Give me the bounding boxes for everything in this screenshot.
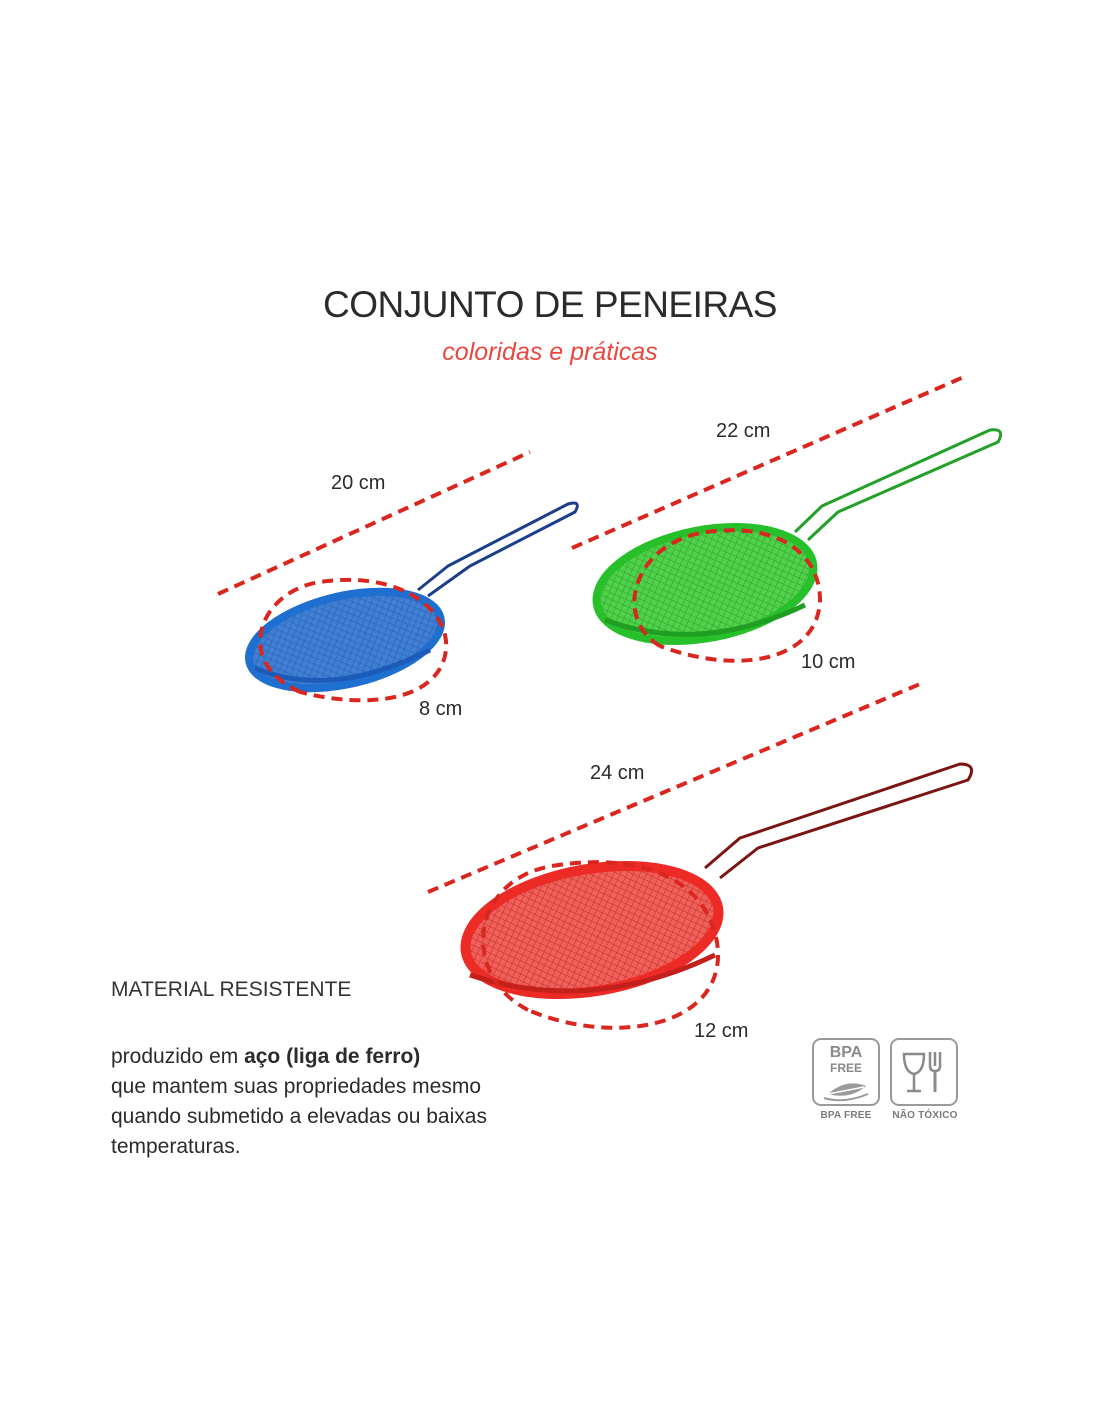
green-diameter-guide — [632, 528, 823, 663]
green-strainer-base — [604, 602, 807, 637]
page-title: CONJUNTO DE PENEIRAS — [323, 284, 777, 325]
bpa-free-caption: BPA FREE — [820, 1110, 872, 1121]
green-length-guide — [571, 374, 967, 550]
green-strainer-basket — [598, 528, 812, 640]
blue-diameter-label: 8 cm — [419, 698, 463, 720]
non-toxic-caption: NÃO TÓXICO — [892, 1110, 958, 1121]
blue-length-guide — [217, 450, 531, 596]
glass-fork-icon — [902, 1052, 942, 1093]
red-strainer-basket — [468, 868, 716, 992]
red-length-guide — [427, 682, 921, 894]
material-line-2: que mantem suas propriedades mesmo — [111, 1075, 482, 1098]
material-title: MATERIAL RESISTENTE — [111, 978, 352, 1001]
red-strainer-handle — [704, 762, 974, 880]
page-subtitle: coloridas e práticas — [442, 338, 658, 366]
blue-strainer-basket — [250, 593, 440, 687]
blue-strainer — [245, 501, 579, 693]
material-line-1-prefix: produzido em — [111, 1045, 245, 1068]
red-diameter-label: 12 cm — [694, 1020, 749, 1042]
material-line-4: temperaturas. — [111, 1135, 241, 1158]
material-description: produzido em aço (liga de ferro) que man… — [111, 1042, 581, 1162]
green-diameter-label: 10 cm — [801, 651, 856, 673]
green-strainer — [592, 428, 1003, 646]
bpa-badge-sub: FREE — [829, 1061, 862, 1075]
blue-length-label: 20 cm — [331, 472, 386, 494]
material-line-1: produzido em aço (liga de ferro) — [111, 1042, 581, 1072]
non-toxic-badge — [890, 1038, 958, 1106]
blue-strainer-rim — [245, 587, 445, 693]
blue-strainer-base — [254, 647, 432, 683]
measurement-guides — [217, 374, 967, 1030]
blue-diameter-guide — [258, 577, 449, 703]
red-diameter-guide — [481, 860, 721, 1030]
red-strainer-base — [469, 952, 717, 994]
green-length-label: 22 cm — [716, 420, 771, 442]
red-length-label: 24 cm — [590, 762, 645, 784]
bpa-badge-title: BPA — [829, 1044, 863, 1061]
material-highlight: aço (liga de ferro) — [244, 1045, 421, 1068]
material-line-3: quando submetido a elevadas ou baixas — [111, 1105, 487, 1128]
green-strainer-rim — [592, 522, 818, 646]
leaf-icon — [823, 1083, 869, 1102]
blue-strainer-handle — [417, 501, 579, 598]
green-strainer-handle — [793, 428, 1003, 542]
red-strainer — [460, 762, 974, 1000]
bpa-free-badge: BPA FREE — [812, 1038, 880, 1106]
